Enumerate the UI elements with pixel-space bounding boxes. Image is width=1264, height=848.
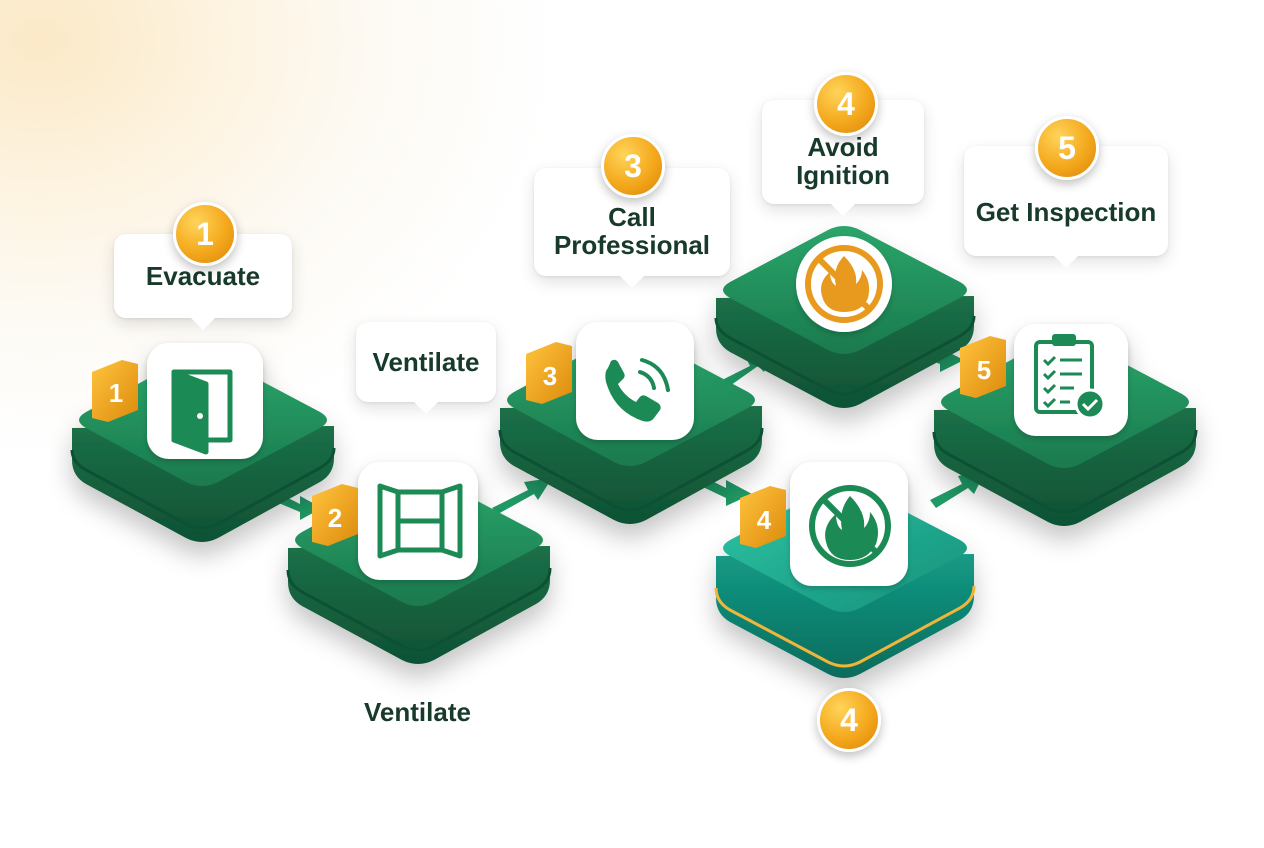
step-tab-1-text: 1 (109, 378, 123, 408)
arrow-2-3 (492, 478, 552, 514)
step-tab-3-text: 3 (543, 361, 557, 391)
step-badge-3: 3 (601, 134, 665, 198)
callout-evacuate-text: Evacuate (145, 261, 261, 291)
step-tab-5: 5 (960, 336, 1006, 398)
window-icon (377, 483, 463, 559)
step-tab-5-text: 5 (977, 355, 991, 385)
no-fire-icon-upper (805, 245, 883, 323)
callout-ventilate-text: Ventilate (372, 347, 480, 377)
step-tab-2: 2 (312, 484, 358, 546)
clipboard-check-icon (1034, 334, 1106, 420)
step-badge-4-text: 4 (837, 85, 855, 122)
step-tab-4: 4 (740, 486, 786, 548)
step-tab-3: 3 (526, 342, 572, 404)
step-tab-1: 1 (92, 360, 138, 422)
callout-get-inspection-text: Get Inspection (975, 197, 1157, 227)
step-badge-3-text: 3 (624, 147, 642, 184)
step-badge-4-lower-text: 4 (840, 701, 858, 738)
step-badge-5-text: 5 (1058, 129, 1076, 166)
callout-ventilate: Ventilate (356, 322, 496, 414)
door-icon (171, 369, 233, 455)
step-tab-4-text: 4 (757, 505, 772, 535)
callout-call-professional-text: Call Professional (553, 202, 711, 260)
callout-avoid-ignition-text: Avoid Ignition (796, 132, 890, 190)
ventilate-label: Ventilate (364, 697, 471, 727)
step-tab-2-text: 2 (328, 503, 342, 533)
no-fire-icon-lower (809, 485, 891, 567)
step-badge-4: 4 (814, 72, 878, 136)
step-badge-1-text: 1 (196, 215, 214, 252)
step-badge-4-lower: 4 (817, 688, 881, 752)
phone-icon (605, 358, 670, 422)
step-badge-1: 1 (173, 202, 237, 266)
step-badge-5: 5 (1035, 116, 1099, 180)
